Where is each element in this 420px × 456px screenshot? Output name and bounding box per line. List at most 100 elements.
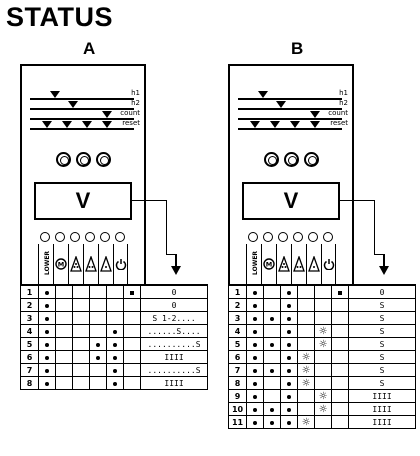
- row-number: 6: [19, 350, 40, 364]
- level-line-count: [238, 118, 342, 120]
- sun-icon: ☼: [318, 338, 328, 350]
- status-cell: [263, 337, 282, 351]
- status-cell: [55, 311, 74, 325]
- row-number: 9: [227, 389, 248, 403]
- dial-knob-3[interactable]: [96, 152, 111, 167]
- status-cell: [280, 376, 299, 390]
- status-cell: ☼: [297, 415, 316, 429]
- row-number: 1: [19, 284, 40, 299]
- dot-marker-icon: [270, 342, 275, 347]
- level-label-h2: h2: [131, 99, 140, 107]
- reset-marker-icon: [102, 121, 112, 128]
- dial-knob-3[interactable]: [304, 152, 319, 167]
- table-row: 6☼S: [227, 350, 416, 364]
- connector-line: [374, 254, 384, 255]
- selector-button-5[interactable]: [100, 232, 110, 242]
- selector-button-3[interactable]: [278, 232, 288, 242]
- dial-knob-1[interactable]: [264, 152, 279, 167]
- status-cell: [38, 324, 57, 338]
- selector-button-6[interactable]: [115, 232, 125, 242]
- level-label-h1: h1: [339, 89, 348, 97]
- status-cell: [123, 350, 142, 364]
- result-cell: IIII: [348, 389, 416, 403]
- status-cell: [89, 284, 108, 299]
- display-screen: V: [34, 182, 132, 220]
- selector-button-3[interactable]: [70, 232, 80, 242]
- reset-marker-icon: [310, 121, 320, 128]
- result-cell: S: [348, 376, 416, 390]
- status-cell: [123, 298, 142, 312]
- dot-marker-icon: [253, 368, 258, 373]
- dot-marker-icon: [287, 368, 292, 373]
- status-cell: [280, 389, 299, 403]
- status-cell: [123, 337, 142, 351]
- panel-label-a: A: [83, 39, 96, 58]
- status-cell: [246, 363, 265, 377]
- level-line-reset: [30, 128, 134, 130]
- row-number: 4: [19, 324, 40, 338]
- status-cell: [297, 389, 316, 403]
- table-row: 4 ......S....: [19, 324, 208, 338]
- result-cell: ......S....: [140, 324, 208, 338]
- status-cell: [331, 402, 350, 416]
- svg-text:LOWER: LOWER: [252, 251, 259, 275]
- m-circle-icon: M: [261, 244, 276, 284]
- selector-button-6[interactable]: [323, 232, 333, 242]
- selector-button-2[interactable]: [263, 232, 273, 242]
- dot-marker-icon: [270, 368, 275, 373]
- sun-icon: ☼: [318, 403, 328, 415]
- status-cell: [106, 350, 125, 364]
- reset-marker-icon: [250, 121, 260, 128]
- status-cell: [314, 376, 333, 390]
- selector-button-4[interactable]: [85, 232, 95, 242]
- row-number: 3: [227, 311, 248, 325]
- row-number: 8: [19, 376, 40, 390]
- level-line-reset: [238, 128, 342, 130]
- status-cell: [38, 298, 57, 312]
- status-cell: [280, 363, 299, 377]
- status-cell: [280, 324, 299, 338]
- table-row: 11☼IIII: [227, 415, 416, 429]
- dot-marker-icon: [253, 316, 258, 321]
- status-cell: [246, 324, 265, 338]
- result-cell: S 1-2....: [140, 311, 208, 325]
- dial-knob-2[interactable]: [284, 152, 299, 167]
- dot-marker-icon: [253, 420, 258, 425]
- status-cell: [280, 402, 299, 416]
- selector-button-2[interactable]: [55, 232, 65, 242]
- dial-knob-1[interactable]: [56, 152, 71, 167]
- row-number: 6: [227, 350, 248, 364]
- selector-button-1[interactable]: [248, 232, 258, 242]
- status-cell: [89, 350, 108, 364]
- dot-marker-icon: [45, 290, 50, 295]
- selector-button-5[interactable]: [308, 232, 318, 242]
- status-cell: [55, 324, 74, 338]
- iron-mid-icon: [83, 244, 98, 284]
- dial-knob-2[interactable]: [76, 152, 91, 167]
- lower-icon: LOWER: [246, 244, 261, 284]
- selector-button-4[interactable]: [293, 232, 303, 242]
- status-cell: [280, 298, 299, 312]
- display-screen: V: [242, 182, 340, 220]
- status-cell: [89, 298, 108, 312]
- status-cell: [297, 402, 316, 416]
- row-number: 2: [227, 298, 248, 312]
- status-cell: [314, 298, 333, 312]
- dot-marker-icon: [113, 329, 118, 334]
- status-cell: [106, 363, 125, 377]
- status-cell: ☼: [297, 376, 316, 390]
- row-number: 5: [227, 337, 248, 351]
- selector-button-1[interactable]: [40, 232, 50, 242]
- dot-marker-icon: [270, 420, 275, 425]
- h1-marker-icon: [258, 91, 268, 98]
- result-cell: ..........S: [140, 363, 208, 377]
- status-cell: [263, 311, 282, 325]
- status-cell: [55, 298, 74, 312]
- status-cell: [123, 324, 142, 338]
